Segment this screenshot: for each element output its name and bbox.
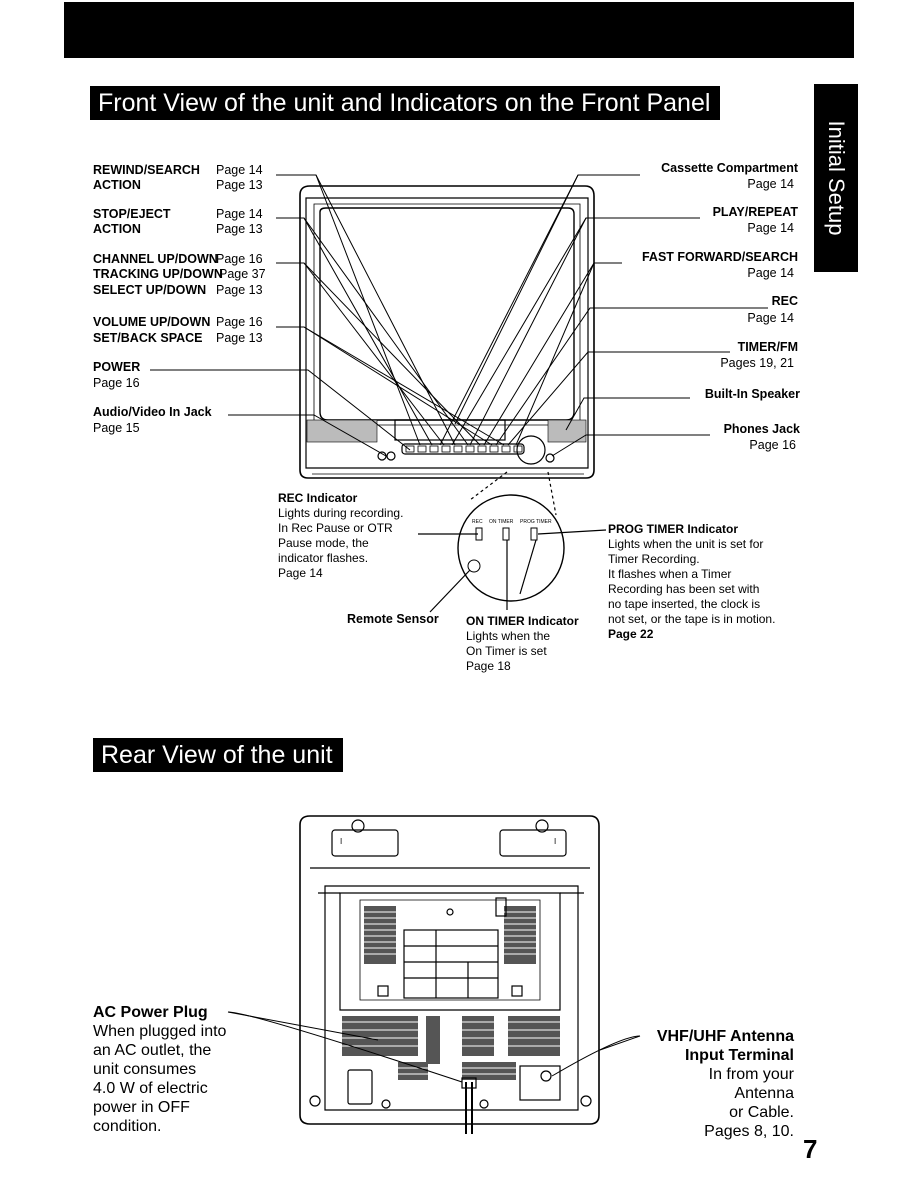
on-timer-page: Page 18 [466,659,511,673]
page-power: Page 16 [93,376,140,390]
page-select-updown: Page 13 [216,283,263,297]
prog-timer-line: Recording has been set with [608,582,760,596]
rec-indicator-page: Page 14 [278,566,323,580]
label-select-updown: SELECT UP/DOWN [93,283,207,297]
prog-timer-page: Page 22 [608,627,654,641]
section-side-tab: Initial Setup [814,84,858,272]
page-phones-jack: Page 16 [749,438,796,452]
page-av-in-jack: Page 15 [93,421,140,435]
page-set-backspace: Page 13 [216,331,263,345]
page-channel-updown: Page 16 [216,252,263,266]
label-set-backspace: SET/BACK SPACE [93,331,203,345]
prog-timer-indicator-description: PROG TIMER Indicator Lights when the uni… [608,522,818,642]
antenna-line: or Cable. [729,1104,794,1121]
on-timer-indicator-description: ON TIMER Indicator Lights when the On Ti… [466,614,606,674]
rear-view-title: Rear View of the unit [93,738,343,772]
page-play-repeat: Page 14 [747,221,794,235]
page-rec: Page 14 [747,311,794,325]
label-timer-fm: TIMER/FM [737,340,798,354]
label-fast-forward-search: FAST FORWARD/SEARCH [641,250,798,264]
page-stop-eject: Page 14 [216,207,263,221]
rec-indicator-line: Pause mode, the [278,536,369,550]
label-rewind-search: REWIND/SEARCH [93,163,200,177]
indicator-magnifier [418,471,607,613]
on-timer-indicator-title: ON TIMER Indicator [466,614,579,628]
page-cassette-compartment: Page 14 [747,177,794,191]
rec-indicator-line: In Rec Pause or OTR [278,521,393,535]
label-built-in-speaker: Built-In Speaker [704,387,800,401]
antenna-terminal-description: VHF/UHF Antenna Input Terminal In from y… [594,1027,794,1141]
vent-tag-right: I [554,837,556,846]
label-av-in-jack: Audio/Video In Jack [93,405,212,419]
ac-plug-line: 4.0 W of electric [93,1080,208,1097]
on-timer-line: On Timer is set [466,644,547,658]
ac-power-plug-title: AC Power Plug [93,1004,208,1021]
page-volume-updown: Page 16 [216,315,263,329]
indicator-on-timer-label: ON TIMER [489,519,514,525]
prog-timer-line: no tape inserted, the clock is [608,597,761,611]
label-phones-jack: Phones Jack [723,422,800,436]
prog-timer-line: not set, or the tape is in motion. [608,612,776,626]
antenna-line: Pages 8, 10. [704,1123,794,1140]
rec-indicator-line: indicator flashes. [278,551,369,565]
page-number: 7 [803,1134,818,1164]
label-power: POWER [93,360,141,374]
label-stop-eject: STOP/EJECT [93,207,171,221]
prog-timer-indicator-title: PROG TIMER Indicator [608,522,739,536]
ac-plug-line: power in OFF [93,1099,190,1116]
antenna-title-line: VHF/UHF Antenna [656,1028,794,1045]
ac-plug-line: an AC outlet, the [93,1042,212,1059]
label-action-2: ACTION [93,222,141,236]
page-timer-fm: Pages 19, 21 [720,356,794,370]
indicator-rec-label: REC [472,519,483,525]
antenna-line: Antenna [734,1085,794,1102]
page-action-2: Page 13 [216,222,263,236]
rec-indicator-title: REC Indicator [278,491,358,505]
label-volume-updown: VOLUME UP/DOWN [93,315,211,329]
page-fast-forward-search: Page 14 [747,266,794,280]
front-view-title: Front View of the unit and Indicators on… [90,86,721,120]
label-channel-updown: CHANNEL UP/DOWN [93,252,218,266]
rec-indicator-line: Lights during recording. [278,506,404,520]
antenna-title-line: Input Terminal [684,1047,794,1064]
prog-timer-line: Lights when the unit is set for [608,537,764,551]
indicator-prog-timer-label: PROG TIMER [520,519,552,525]
front-leader-lines [150,174,768,457]
prog-timer-line: Timer Recording. [608,552,700,566]
ac-plug-line: When plugged into [93,1023,227,1040]
rear-tv-illustration [299,815,600,1134]
rear-leader-lines [227,1011,641,1083]
ac-plug-line: unit consumes [93,1061,197,1078]
label-cassette-compartment: Cassette Compartment [661,161,798,175]
vent-tag-left: I [340,837,342,846]
prog-timer-line: It flashes when a Timer [608,567,732,581]
page-tracking-updown: Page 37 [219,267,266,281]
page-action-1: Page 13 [216,178,263,192]
ac-plug-line: condition. [93,1118,162,1135]
ac-power-plug-description: AC Power Plug When plugged into an AC ou… [93,1003,263,1136]
label-tracking-updown: TRACKING UP/DOWN [93,267,223,281]
page-rewind-search: Page 14 [216,163,263,177]
antenna-line: In from your [708,1066,794,1083]
header-bar [64,2,854,58]
label-action-1: ACTION [93,178,141,192]
label-rec: REC [771,294,798,308]
remote-sensor-label: Remote Sensor [347,612,439,626]
on-timer-line: Lights when the [466,629,551,643]
label-play-repeat: PLAY/REPEAT [712,205,798,219]
rec-indicator-description: REC Indicator Lights during recording. I… [278,491,448,581]
